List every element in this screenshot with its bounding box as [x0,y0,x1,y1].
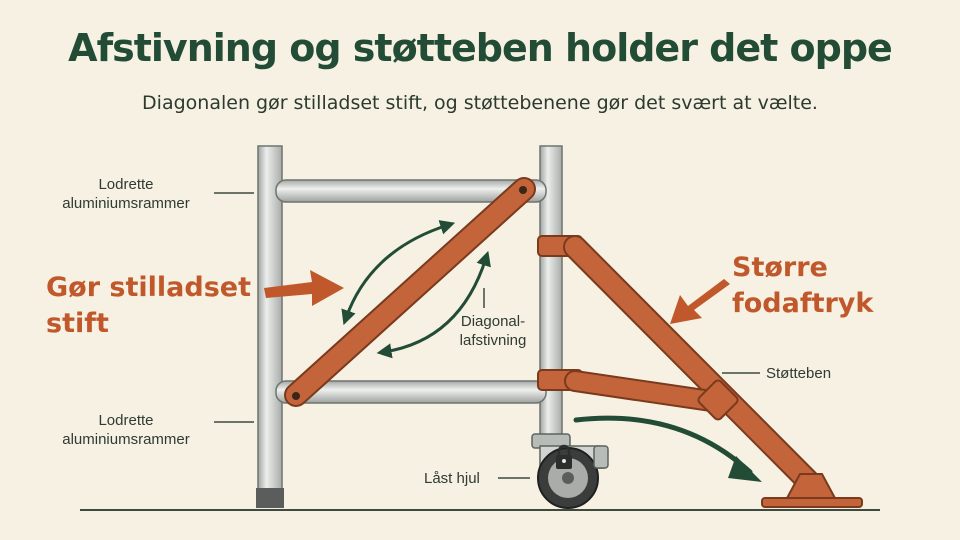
callout-stiff-line1: Gør stilladset [46,272,252,303]
callout-footprint-line2: fodaftryk [732,288,874,319]
label-diagonal-line2: lafstivning [459,332,527,349]
callout-stiff: Gør stilladset stift [46,270,251,342]
label-outrigger: Støtteben [766,365,832,382]
rigidity-arrow-inner [376,250,491,359]
callout-stiff-line2: stift [46,308,109,339]
page-subtitle: Diagonalen gør stilladset stift, og støt… [142,92,818,114]
footprint-arrow-head [728,456,762,482]
left-post-foot [256,488,284,508]
top-ledger [275,179,547,203]
label-lower-frames-line2: aluminiumsrammer [62,431,190,448]
label-diagonal: Diagonal- lafstivning [438,312,548,350]
outrigger-legs [563,235,822,495]
label-upper-frames-line1: Lodrette [98,176,154,193]
outrigger-foot-pad [761,473,863,508]
callout-footprint: Større fodaftryk [732,250,873,322]
arrow-icon [264,270,730,324]
label-upper-frames-line2: aluminiumsrammer [62,195,190,212]
label-lower-frames-line1: Lodrette [98,412,154,429]
label-upper-frames: Lodrette aluminiumsrammer [44,175,208,213]
label-diagonal-line1: Diagonal- [460,313,526,330]
label-locked-wheel: Låst hjul [424,470,480,487]
callout-footprint-line1: Større [732,252,828,283]
footprint-arrow [573,415,753,475]
lock-icon [556,444,572,469]
stiff-callout-arrow [264,270,344,306]
page-title: Afstivning og støtteben holder det oppe [68,26,893,70]
bottom-ledger [275,380,547,404]
footprint-callout-arrow [670,279,730,324]
locked-caster [531,433,609,509]
label-lower-frames: Lodrette aluminiumsrammer [44,411,208,449]
